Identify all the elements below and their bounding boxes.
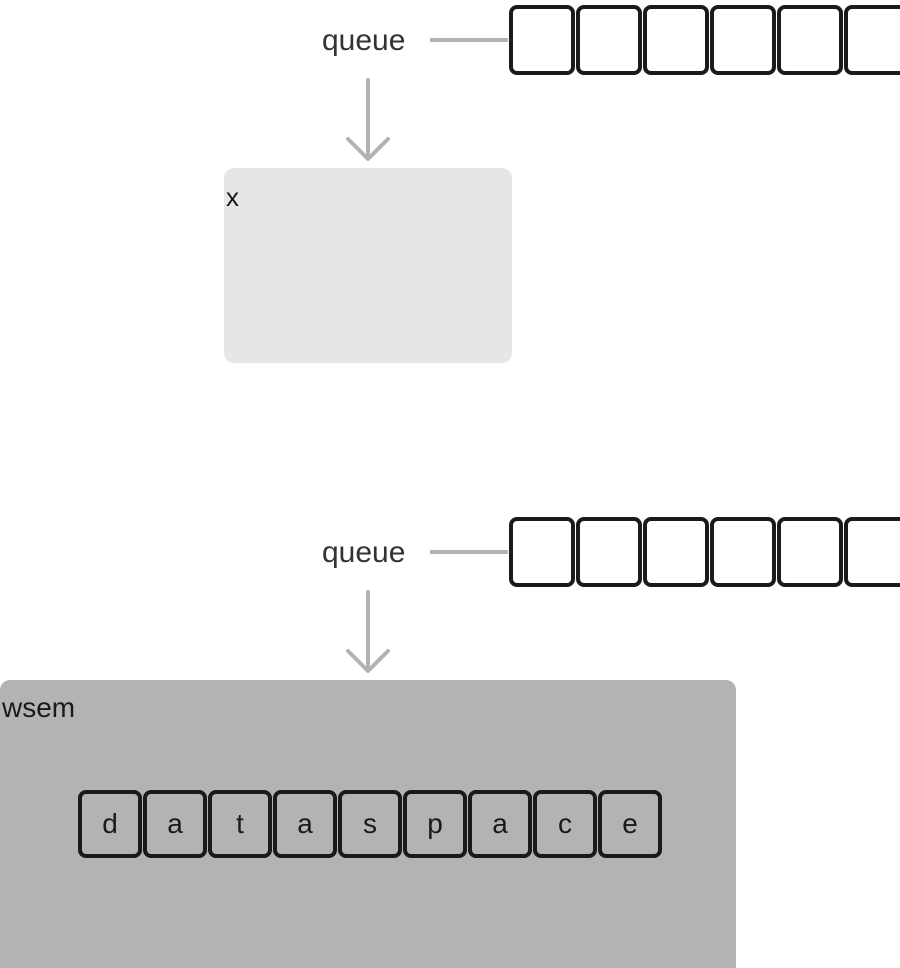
queue-slot bbox=[777, 5, 843, 75]
queue-slot bbox=[777, 517, 843, 587]
queue-slot bbox=[844, 5, 900, 75]
queue-label-top: queue bbox=[322, 24, 406, 57]
char-cell: p bbox=[403, 790, 467, 858]
char-cell: a bbox=[273, 790, 337, 858]
arrow-bottom-head bbox=[346, 649, 390, 673]
arrow-top-head bbox=[346, 137, 390, 161]
queue-slot bbox=[844, 517, 900, 587]
queue-slot bbox=[509, 517, 575, 587]
queue-label-bottom: queue bbox=[322, 536, 406, 569]
queue-slot bbox=[576, 517, 642, 587]
queue-bottom bbox=[509, 517, 900, 587]
char-cell: e bbox=[598, 790, 662, 858]
target-box-wsem: wsem d a t a s p a c e bbox=[0, 680, 736, 968]
queue-top bbox=[509, 5, 900, 75]
target-box-x: x bbox=[224, 168, 512, 363]
char-cell: s bbox=[338, 790, 402, 858]
target-box-title: wsem bbox=[2, 692, 76, 723]
char-cell: d bbox=[78, 790, 142, 858]
char-cell: a bbox=[468, 790, 532, 858]
queue-slot bbox=[576, 5, 642, 75]
queue-connector-bottom bbox=[430, 550, 508, 554]
queue-connector-top bbox=[430, 38, 508, 42]
target-box-title: x bbox=[226, 182, 239, 212]
queue-slot bbox=[710, 517, 776, 587]
queue-slot bbox=[643, 5, 709, 75]
char-cell: c bbox=[533, 790, 597, 858]
wsem-contents: d a t a s p a c e bbox=[78, 790, 663, 858]
queue-slot bbox=[643, 517, 709, 587]
queue-slot bbox=[710, 5, 776, 75]
char-cell: t bbox=[208, 790, 272, 858]
char-cell: a bbox=[143, 790, 207, 858]
queue-slot bbox=[509, 5, 575, 75]
